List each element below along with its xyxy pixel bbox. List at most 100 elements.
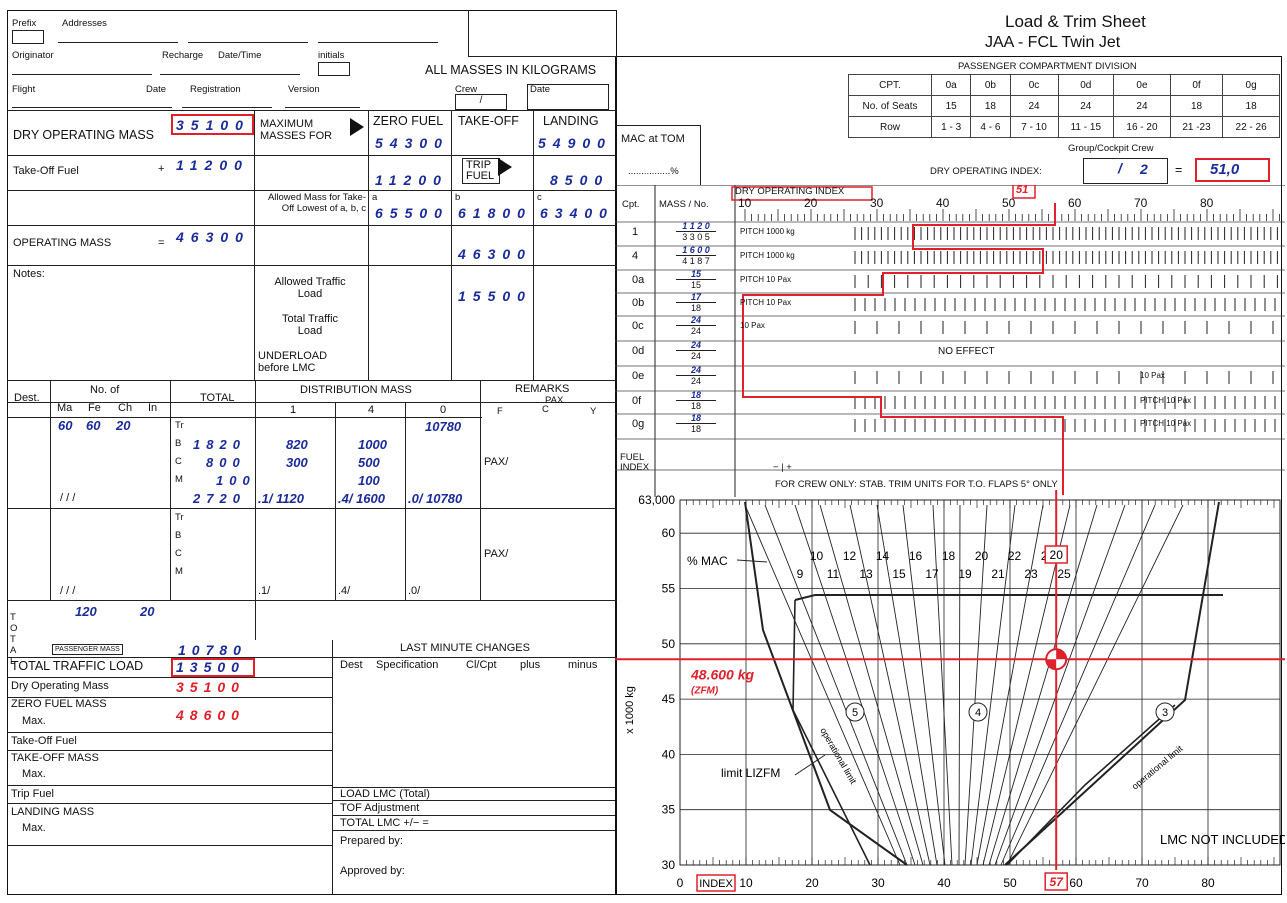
index-row-mass-top[interactable]: 1 6 0 0 — [676, 245, 716, 256]
index-row-cpt: 1 — [632, 226, 639, 238]
c-4-value[interactable]: 500 — [358, 455, 380, 470]
tr-0-value[interactable]: 10780 — [425, 419, 462, 434]
index-row-mass-top[interactable]: 15 — [676, 269, 716, 280]
date2-field[interactable] — [527, 84, 609, 110]
index-row-mass-top[interactable]: 18 — [676, 390, 716, 401]
sum-0-value[interactable]: .0/ 10780 — [408, 491, 463, 506]
originator-field[interactable] — [12, 62, 152, 75]
total-ch-value[interactable]: 20 — [140, 604, 155, 619]
index-row-pitch: PITCH 10 Pax — [740, 275, 792, 284]
doi-crew-value[interactable]: 2 — [1140, 161, 1148, 177]
address-field-2[interactable] — [188, 30, 308, 43]
op-minus-value[interactable]: 46300 — [458, 246, 532, 262]
recharge-label: Recharge — [162, 50, 204, 61]
zf-row2-value[interactable]: 11200 — [375, 172, 448, 188]
operating-mass-value[interactable]: 46300 — [176, 229, 250, 245]
dist-col-0: 0 — [440, 404, 447, 416]
takeoff-fuel-value[interactable]: 11200 — [176, 157, 249, 173]
mac-line-label: 11 — [827, 567, 840, 581]
mac-at-tom-value[interactable]: ................% — [628, 166, 679, 177]
summary-dom-value[interactable]: 35100 — [176, 679, 245, 695]
dest-col-header: Dest. — [14, 392, 40, 404]
pax-y: Y — [590, 406, 597, 417]
pax-f: F — [497, 406, 503, 417]
index-row-mass-top[interactable]: 1 1 2 0 — [676, 221, 716, 232]
allowed-traffic-value[interactable]: 15500 — [458, 288, 532, 304]
index-row-mass-bottom: 3 3 0 5 — [682, 232, 710, 242]
c-total-value[interactable]: 800 — [206, 455, 246, 470]
tr-label-2: Tr — [175, 512, 184, 523]
ma-value[interactable]: 60 — [58, 418, 73, 433]
summary-zfm-value[interactable]: 48600 — [176, 707, 245, 723]
lmc-plus: plus — [520, 659, 541, 671]
lmc-clcpt: Cl/Cpt — [466, 659, 497, 671]
m-4-value[interactable]: 100 — [358, 473, 380, 488]
sum-1-value[interactable]: .1/ 1120 — [258, 491, 305, 506]
m-total-value[interactable]: 100 — [216, 473, 256, 488]
summary-trip-fuel-label: Trip Fuel — [11, 788, 54, 800]
version-field[interactable] — [285, 96, 360, 108]
allowed-mass-label: Allowed Mass for Take-Off Lowest of a, b… — [267, 192, 366, 214]
pcd-title: PASSENGER COMPARTMENT DIVISION — [958, 61, 1137, 72]
crew-field[interactable]: / — [455, 94, 507, 110]
lmc-dest: Dest — [340, 659, 363, 671]
b-label-2: B — [175, 530, 182, 541]
index-tick-label: 60 — [1068, 196, 1082, 210]
version-label: Version — [288, 84, 320, 95]
index-row-mass-top[interactable]: 17 — [676, 292, 716, 303]
b-1-value[interactable]: 820 — [286, 437, 308, 452]
ttl-value[interactable]: 13500 — [176, 659, 245, 675]
trip-fuel-value[interactable]: 8500 — [550, 172, 610, 188]
flight-field[interactable] — [12, 96, 172, 108]
ch-value[interactable]: 20 — [116, 418, 131, 433]
cg-5-marker-label: 5 — [852, 707, 858, 719]
index-row-mass-top[interactable]: 24 — [676, 340, 716, 351]
address-field-1[interactable] — [58, 30, 178, 43]
fe-value[interactable]: 60 — [86, 418, 101, 433]
index-row-mass-top[interactable]: 24 — [676, 315, 716, 326]
index-row-pitch: 10 Pax — [740, 321, 765, 330]
doi-crew-box[interactable] — [1083, 158, 1168, 184]
total-traffic-load-label: TOTAL TRAFFIC LOAD — [11, 659, 144, 673]
m-label: M — [175, 474, 183, 485]
recharge-field[interactable] — [160, 62, 300, 75]
y-tick-label: 35 — [662, 803, 676, 817]
mac-line-label: 19 — [958, 567, 972, 581]
zero-fuel-header: ZERO FUEL — [373, 114, 444, 128]
allowed-traffic-label: Allowed Traffic Load — [274, 276, 346, 300]
sum-total-value[interactable]: 2720 — [193, 491, 246, 506]
index-row-mass-top[interactable]: 24 — [676, 365, 716, 376]
mac-line-label: 10 — [810, 549, 824, 563]
mac-line-label: 20 — [975, 549, 989, 563]
crew-only-note: FOR CREW ONLY: STAB. TRIM UNITS FOR T.O.… — [775, 479, 1058, 490]
mac-line-label: 22 — [1008, 549, 1022, 563]
allowed-b-value[interactable]: 61800 — [458, 205, 532, 221]
date-time-label: Date/Time — [218, 50, 262, 61]
index-start-value[interactable]: 51 — [1016, 184, 1029, 196]
address-field-3[interactable] — [318, 30, 438, 43]
zf-max-value[interactable]: 54300 — [375, 135, 449, 151]
initials-field[interactable] — [318, 62, 350, 76]
index-cpt-header: Cpt. — [622, 199, 640, 210]
index-row-cpt: 0g — [632, 418, 645, 430]
y-tick-label: 63,000 — [638, 493, 675, 507]
index-row-mass-top[interactable]: 18 — [676, 413, 716, 424]
allowed-c-value[interactable]: 63400 — [540, 205, 614, 221]
x-tick-label: 10 — [739, 876, 753, 890]
c-1-value[interactable]: 300 — [286, 455, 308, 470]
prefix-field[interactable] — [12, 30, 44, 44]
ld-max-value[interactable]: 54900 — [538, 135, 612, 151]
b-4-value[interactable]: 1000 — [358, 437, 387, 452]
b-total-value[interactable]: 1820 — [193, 437, 246, 452]
dom-value[interactable]: 35100 — [176, 117, 250, 133]
allowed-a-value[interactable]: 65500 — [375, 205, 449, 221]
total-adults-value[interactable]: 120 — [75, 604, 97, 619]
doi-value[interactable]: 51,0 — [1210, 161, 1240, 178]
passenger-mass-value[interactable]: 10780 — [178, 642, 247, 658]
registration-field[interactable] — [182, 96, 272, 108]
mac-line-label: 17 — [925, 567, 939, 581]
index-row-mass-bottom: 18 — [690, 424, 701, 434]
sum-4-value[interactable]: .4/ 1600 — [338, 491, 385, 506]
